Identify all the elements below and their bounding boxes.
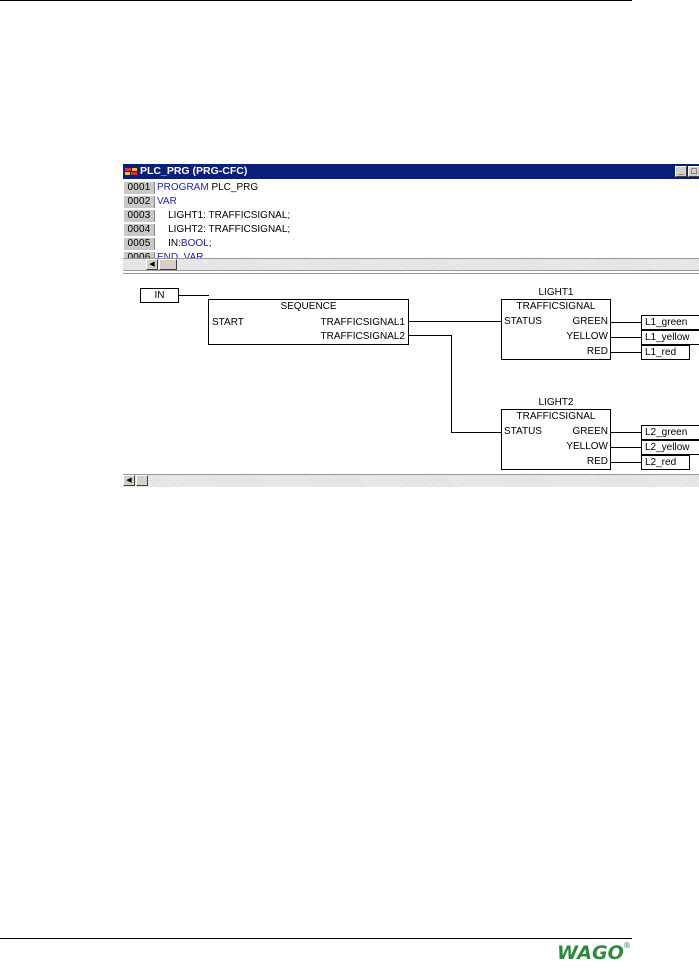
scroll-thumb[interactable] [159,259,177,270]
output-l2-red[interactable]: L2_red [641,455,690,470]
sequence-output-1: TRAFFICSIGNAL1 [320,317,405,328]
cfc-editor[interactable]: IN SEQUENCE START TRAFFICSIGNAL1 TRAFFIC… [123,274,699,487]
input-in-box[interactable]: IN [140,288,179,303]
output-l1-green-label: L1_green [645,317,688,328]
maximize-button[interactable]: □ [688,166,699,177]
wire-l2-red [611,462,641,463]
line-number: 0002 [124,196,155,208]
code-text: VAR [157,195,177,209]
light1-block[interactable]: TRAFFICSIGNAL STATUS GREEN YELLOW RED [501,299,611,360]
line-number: 0003 [124,210,155,222]
window-title: PLC_PRG (PRG-CFC) [140,165,248,177]
keyword: PROGRAM [157,182,209,193]
top-rule [0,0,632,1]
code-plain: ; [208,238,212,249]
sequence-input-start: START [212,317,244,328]
code-text: END_VAR [157,251,204,265]
minimize-button[interactable]: _ [675,166,687,177]
light2-block[interactable]: TRAFFICSIGNAL STATUS GREEN YELLOW RED [501,409,611,470]
sequence-block[interactable]: SEQUENCE START TRAFFICSIGNAL1 TRAFFICSIG… [208,299,409,345]
bottom-rule [0,938,632,939]
window-titlebar[interactable]: PLC_PRG (PRG-CFC) _ □ [123,164,699,179]
light1-type: TRAFFICSIGNAL [516,301,596,312]
cfc-hscrollbar[interactable]: ◀ [123,474,699,487]
declaration-editor[interactable]: 0001 PROGRAM PLC_PRG 0002 VAR 0003 LIGHT… [123,179,699,264]
output-l2-yellow-label: L2_yellow [645,442,690,453]
output-l1-red[interactable]: L1_red [641,345,690,360]
output-l2-green-label: L2_green [645,427,688,438]
wire-l2-green [611,432,641,433]
code-text: IN:BOOL; [157,237,211,251]
output-l2-green[interactable]: L2_green [641,425,699,440]
light1-output-yellow: YELLOW [566,331,608,342]
wire-l1-red [611,352,641,353]
wire-seq-light2-a [409,335,452,336]
output-l1-yellow-label: L1_yellow [645,332,690,343]
code-text: LIGHT1: TRAFFICSIGNAL; [157,210,291,221]
output-l2-red-label: L2_red [645,457,677,468]
keyword: BOOL [180,238,209,249]
wire-seq-light2-b [451,335,452,433]
wire-l1-yellow [611,337,641,338]
wire-l1-green [611,322,641,323]
line-number: 0005 [124,238,155,250]
input-in-label: IN [154,290,165,301]
output-l1-red-label: L1_red [645,347,677,358]
output-l1-yellow[interactable]: L1_yellow [641,330,699,345]
light2-type: TRAFFICSIGNAL [516,411,596,422]
light2-output-green: GREEN [572,426,608,437]
light1-input-status: STATUS [504,316,542,327]
output-l2-yellow[interactable]: L2_yellow [641,440,699,455]
light2-output-red: RED [586,456,608,467]
code-text: PROGRAM PLC_PRG [157,181,258,195]
code-text: LIGHT2: TRAFFICSIGNAL; [157,224,291,235]
wire-l2-yellow [611,447,641,448]
keyword: END_VAR [157,252,204,263]
registered-mark: ® [623,941,631,950]
light1-output-red: RED [586,346,608,357]
editor-splitter[interactable] [123,270,699,274]
wire-in-start [179,295,209,296]
scroll-left-arrow-icon[interactable]: ◀ [146,259,158,270]
wire-seq-light2-c [451,432,501,433]
line-number: 0004 [124,224,155,236]
light2-instance-name: LIGHT2 [538,397,574,408]
code-plain: PLC_PRG [208,182,259,193]
sequence-output-2: TRAFFICSIGNAL2 [320,331,405,342]
keyword: VAR [157,196,177,207]
declaration-hscrollbar[interactable]: ◀ [123,258,699,271]
editor-window[interactable]: PLC_PRG (PRG-CFC) _ □ 0001 PROGRAM PLC_P… [123,164,699,487]
scroll-left-arrow-icon[interactable]: ◀ [123,475,135,486]
sequence-title: SEQUENCE [280,301,337,312]
light2-input-status: STATUS [504,426,542,437]
wago-logo-text: WAGO [557,942,624,964]
line-number: 0001 [124,182,155,194]
light1-output-green: GREEN [572,316,608,327]
cfc-program-icon [125,168,137,175]
scroll-thumb[interactable] [136,475,148,486]
output-l1-green[interactable]: L1_green [641,315,699,330]
wago-logo: WAGO ® [557,941,631,965]
light1-instance-name: LIGHT1 [538,287,574,298]
wire-seq-light1 [409,321,501,322]
light2-output-yellow: YELLOW [566,441,608,452]
code-plain: IN: [157,238,181,249]
